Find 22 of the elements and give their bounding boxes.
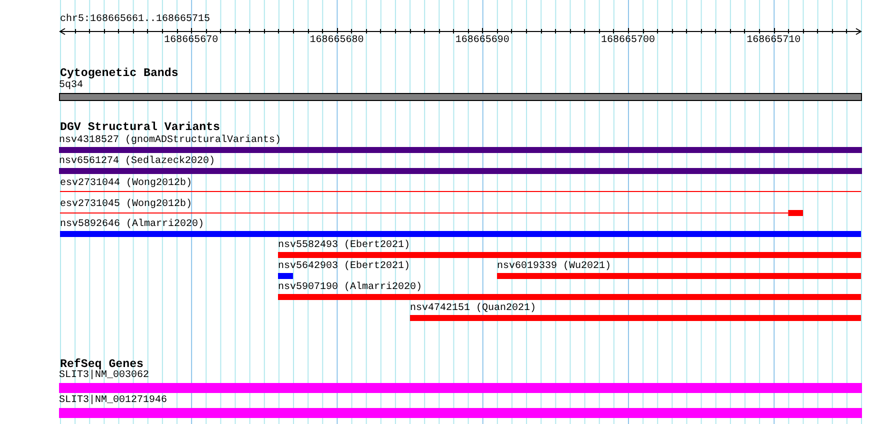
track-heading: DGV Structural Variants — [60, 122, 220, 134]
feature-label: nsv5907190 (Almarri2020) — [278, 283, 424, 293]
track-heading: RefSeq Genes — [60, 359, 144, 371]
tick-label: 168665690 — [455, 36, 510, 46]
feature-label: esv2731044 (Wong2012b) — [60, 179, 194, 189]
tick-label: 168665710 — [746, 36, 801, 46]
band-label: 5q34 — [59, 81, 84, 91]
feature-label: nsv5582493 (Ebert2021) — [278, 241, 412, 251]
feature-label: nsv4318527 (gnomADStructuralVariants) — [59, 136, 282, 146]
gene-label: SLIT3|NM_003062 — [59, 371, 150, 381]
tick-label: 168665680 — [310, 36, 364, 46]
feature-label: nsv5642903 (Ebert2021) — [278, 262, 410, 272]
feature-label: nsv4742151 (Quan2021) — [410, 304, 538, 314]
feature-label: esv2731045 (Wong2012b) — [60, 200, 194, 210]
track-heading: Cytogenetic Bands — [60, 68, 178, 80]
feature-label: nsv6019339 (Wu2021) — [497, 262, 612, 272]
location-label: chr5:168665661..168665715 — [60, 15, 210, 25]
feature-label: nsv6561274 (Sedlazeck2020) — [59, 157, 216, 167]
feature-label: nsv5892646 (Almarri2020) — [60, 220, 206, 230]
tick-label: 168665700 — [600, 36, 655, 46]
tick-label: 168665670 — [164, 36, 218, 46]
gene-label: SLIT3|NM_001271946 — [59, 396, 168, 406]
